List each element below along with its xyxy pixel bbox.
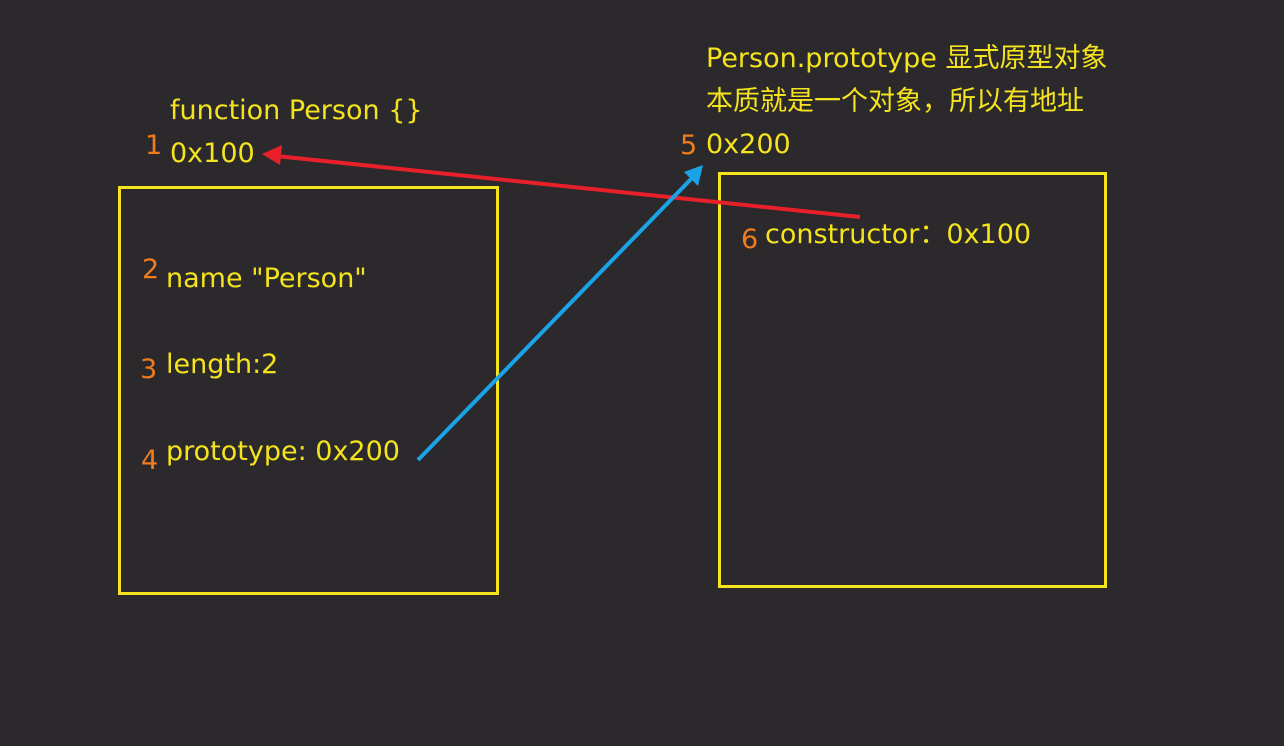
prop-length: length:2 (166, 349, 279, 380)
step-number-5: 5 (680, 130, 698, 161)
function-address: 0x100 (170, 138, 255, 169)
prototype-title-line2: 本质就是一个对象，所以有地址 (706, 86, 1084, 117)
step-number-2: 2 (142, 254, 160, 285)
prototype-object-box (718, 172, 1107, 588)
function-header: function Person {} (170, 95, 423, 126)
prop-name: name "Person" (166, 263, 367, 294)
prototype-title-line1: Person.prototype 显式原型对象 (706, 43, 1108, 74)
function-object-box (118, 186, 499, 595)
step-number-4: 4 (141, 445, 159, 476)
prototype-address: 0x200 (706, 129, 791, 160)
constructor-arrow (262, 145, 861, 219)
step-number-6: 6 (741, 224, 759, 255)
prop-prototype: prototype: 0x200 (166, 436, 400, 467)
prototype-arrow (416, 165, 703, 462)
step-number-3: 3 (140, 354, 158, 385)
step-number-1: 1 (145, 130, 163, 161)
prop-constructor: constructor：0x100 (765, 219, 1032, 250)
